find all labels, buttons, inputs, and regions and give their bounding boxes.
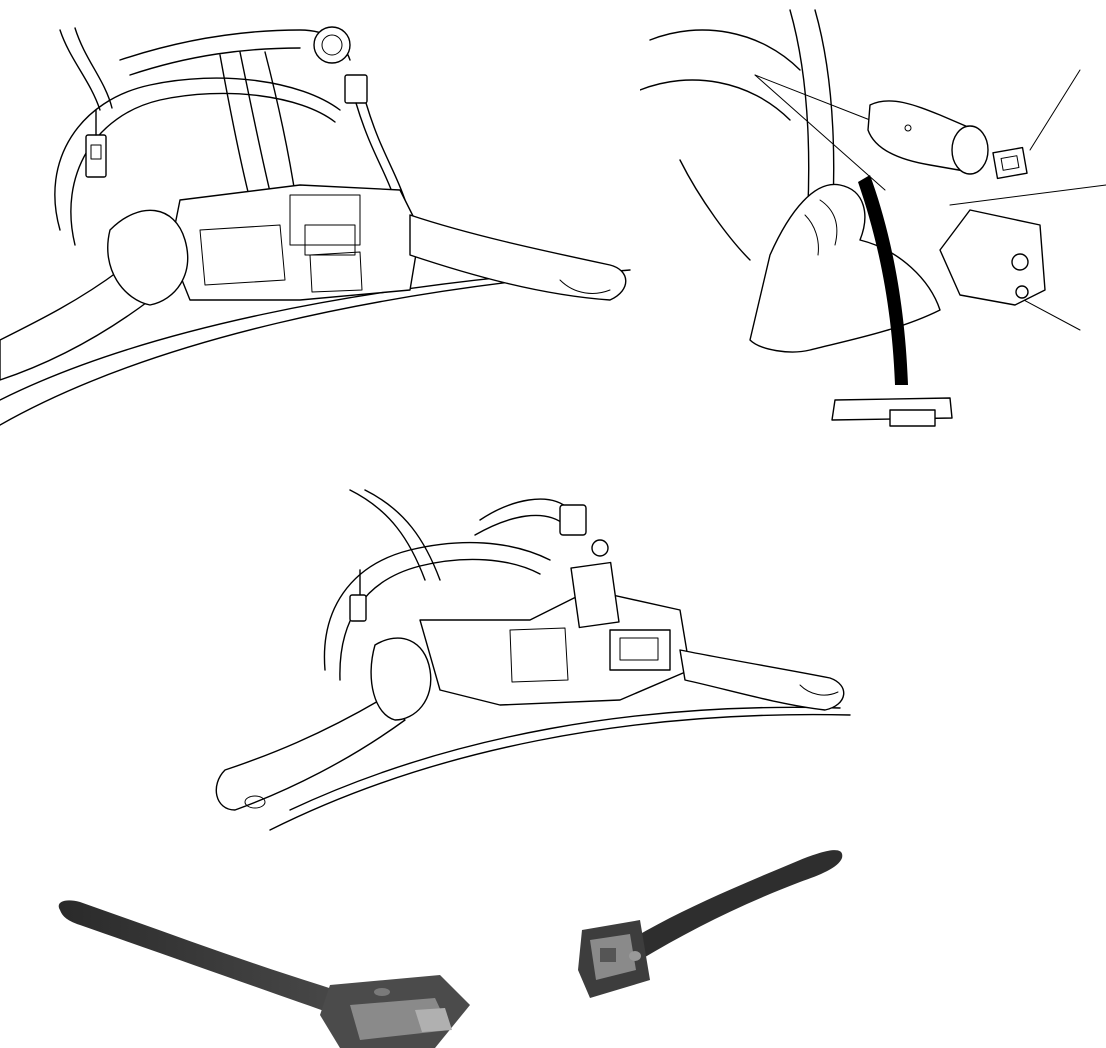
connector-removal-drawing (640, 9, 1106, 427)
lever-switch-left-render (58, 900, 470, 1048)
lever-switch-right-render (578, 850, 843, 998)
lever-switch-photo-left (40, 880, 490, 1048)
assembled-switch-drawing (215, 489, 851, 831)
connector-removal-diagram (640, 0, 1106, 440)
steering-column-wiring-diagram (0, 0, 640, 440)
lever-switch-photo-right (560, 830, 860, 1020)
steering-column-wiring-drawing (0, 26, 631, 426)
assembled-switch-diagram (210, 470, 870, 850)
